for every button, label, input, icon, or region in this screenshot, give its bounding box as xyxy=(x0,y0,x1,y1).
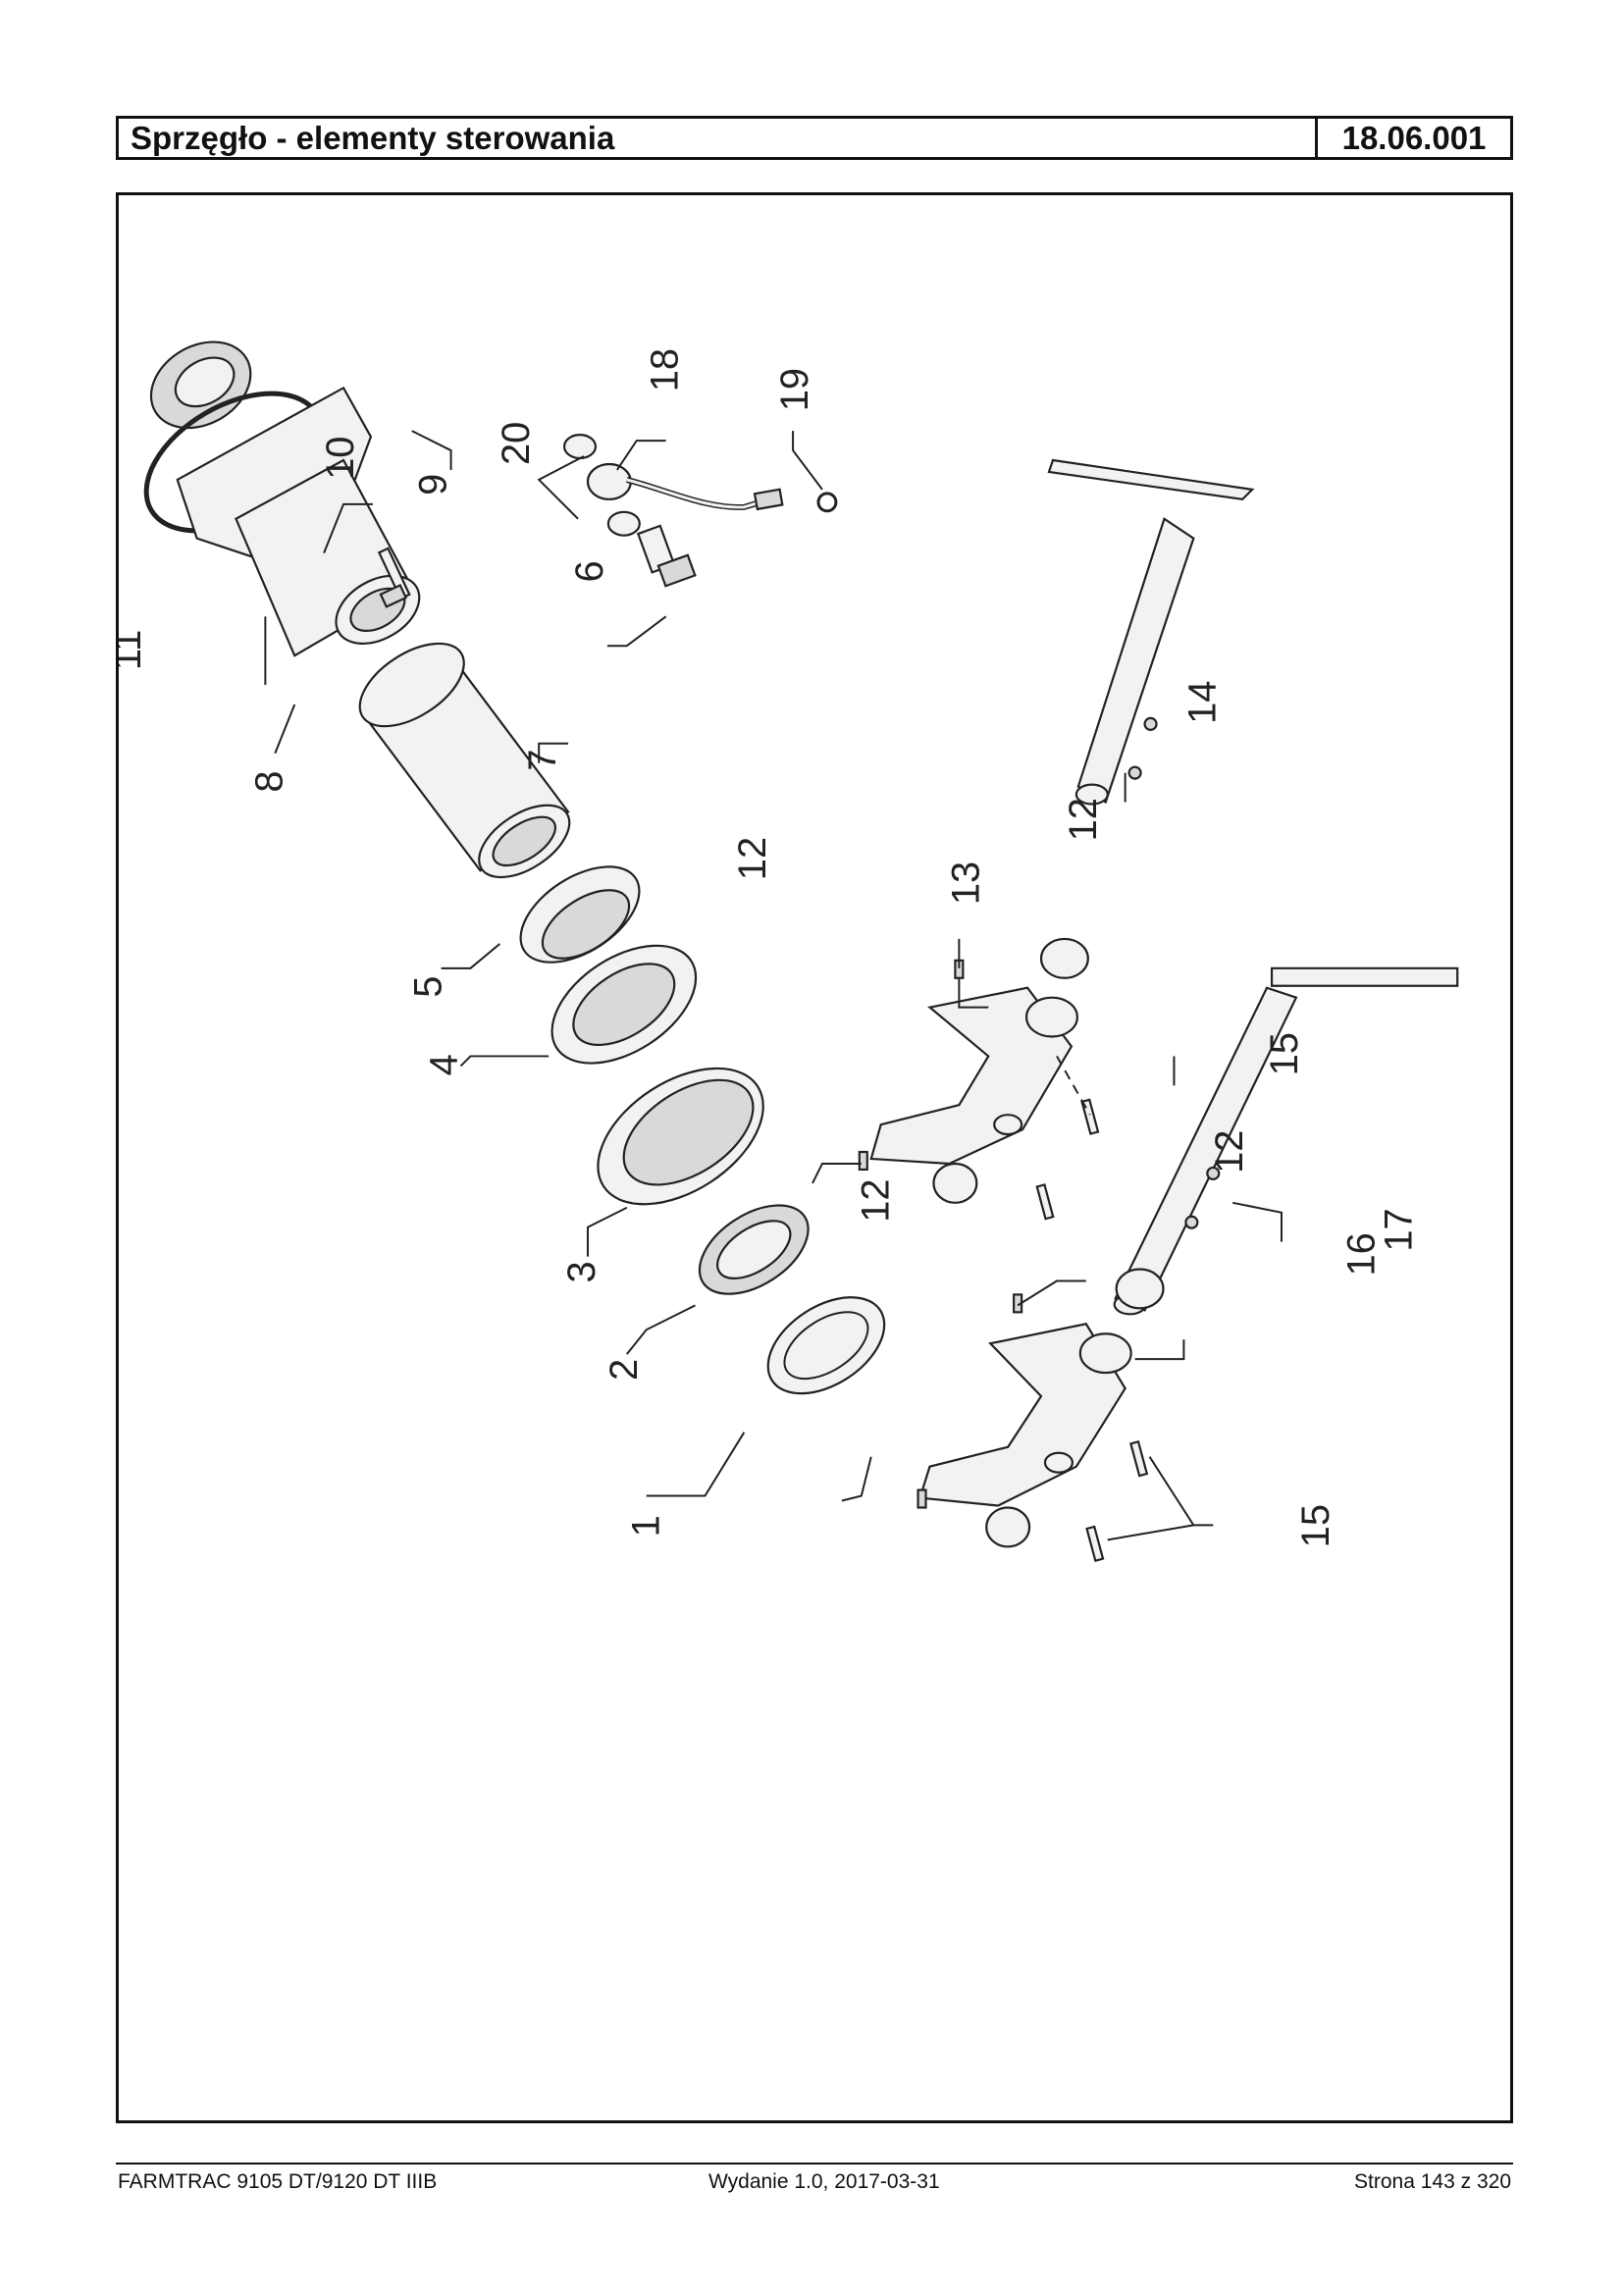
part-16-fork xyxy=(918,1323,1132,1507)
part-5-clip xyxy=(519,865,641,964)
exploded-parts-diagram: 1 2 3 4 5 6 7 8 9 10 11 12 12 12 12 13 1… xyxy=(119,340,1459,1563)
callout-4: 4 xyxy=(423,1054,466,1075)
page-header: Sprzęgło - elementy sterowania 18.06.001 xyxy=(116,116,1513,160)
part-13-fork xyxy=(869,986,1078,1166)
part-9-bolt xyxy=(377,547,411,608)
part-15-pin-d xyxy=(1085,1525,1105,1563)
part-15-pin-c xyxy=(1129,1439,1149,1478)
footer-divider xyxy=(116,2163,1513,2165)
callout-1: 1 xyxy=(625,1515,668,1537)
callout-12-d: 12 xyxy=(855,1178,898,1222)
part-18-hose xyxy=(586,462,784,511)
part-7-sleeve xyxy=(358,642,571,879)
part-10-seal xyxy=(149,340,252,430)
section-code: 18.06.001 xyxy=(1341,119,1487,156)
footer-model: FARMTRAC 9105 DT/9120 DT IIIB xyxy=(118,2170,438,2193)
callout-6: 6 xyxy=(568,560,611,582)
part-bushing-lower-a xyxy=(1115,1268,1165,1310)
callout-12-a: 12 xyxy=(1062,798,1105,841)
callout-17: 17 xyxy=(1377,1208,1420,1251)
part-1-seal xyxy=(766,1296,886,1395)
exploded-view-frame: 1 2 3 4 5 6 7 8 9 10 11 12 12 12 12 13 1… xyxy=(116,192,1513,2123)
part-bushing-lower-b xyxy=(985,1506,1031,1548)
part-4-bearing xyxy=(550,944,698,1065)
part-15-pin-a xyxy=(1080,1098,1100,1135)
part-bushing-mid xyxy=(932,1162,978,1204)
callout-15-b: 15 xyxy=(1294,1504,1337,1547)
callout-2: 2 xyxy=(602,1359,646,1381)
part-3-cup xyxy=(597,1067,764,1206)
part-20-washer-top xyxy=(562,434,598,460)
part-17-shaft xyxy=(1113,966,1459,1316)
part-6-banjo-bolt xyxy=(636,524,697,588)
callout-8: 8 xyxy=(247,770,290,792)
part-14-shaft xyxy=(1047,458,1255,806)
callout-11: 11 xyxy=(119,630,149,670)
part-8-housing xyxy=(176,386,421,657)
page-footer: FARMTRAC 9105 DT/9120 DT IIIB Wydanie 1.… xyxy=(116,2170,1513,2200)
callout-12-b: 12 xyxy=(731,837,774,880)
callout-15-a: 15 xyxy=(1263,1032,1306,1075)
assembly-line-a xyxy=(1056,1055,1091,1116)
callout-19: 19 xyxy=(773,368,816,411)
part-bushing-upper xyxy=(1039,937,1089,979)
callout-20: 20 xyxy=(495,422,538,465)
part-12-pin-b xyxy=(858,1150,868,1172)
callout-13: 13 xyxy=(944,861,987,905)
callout-16: 16 xyxy=(1340,1232,1384,1276)
leader-lines xyxy=(264,430,1283,1541)
footer-page-number: Strona 143 z 320 xyxy=(1354,2170,1511,2193)
callout-18: 18 xyxy=(644,348,687,391)
part-12-pin-d xyxy=(917,1488,927,1509)
callout-7: 7 xyxy=(521,750,564,771)
callout-10: 10 xyxy=(319,437,362,480)
part-20-washer-bottom xyxy=(606,510,641,537)
callout-3: 3 xyxy=(560,1261,603,1282)
page-title: Sprzęgło - elementy sterowania xyxy=(119,119,1318,157)
callout-12-c: 12 xyxy=(1208,1130,1251,1174)
part-2-bearing xyxy=(698,1204,810,1295)
callout-9: 9 xyxy=(412,474,455,496)
footer-edition: Wydanie 1.0, 2017-03-31 xyxy=(708,2170,940,2193)
callout-labels: 1 2 3 4 5 6 7 8 9 10 11 12 12 12 12 13 1… xyxy=(119,348,1420,1547)
part-15-pin-b xyxy=(1035,1183,1055,1221)
callout-5: 5 xyxy=(407,976,450,998)
callout-14: 14 xyxy=(1180,681,1224,724)
part-19-o-ring xyxy=(816,492,838,513)
